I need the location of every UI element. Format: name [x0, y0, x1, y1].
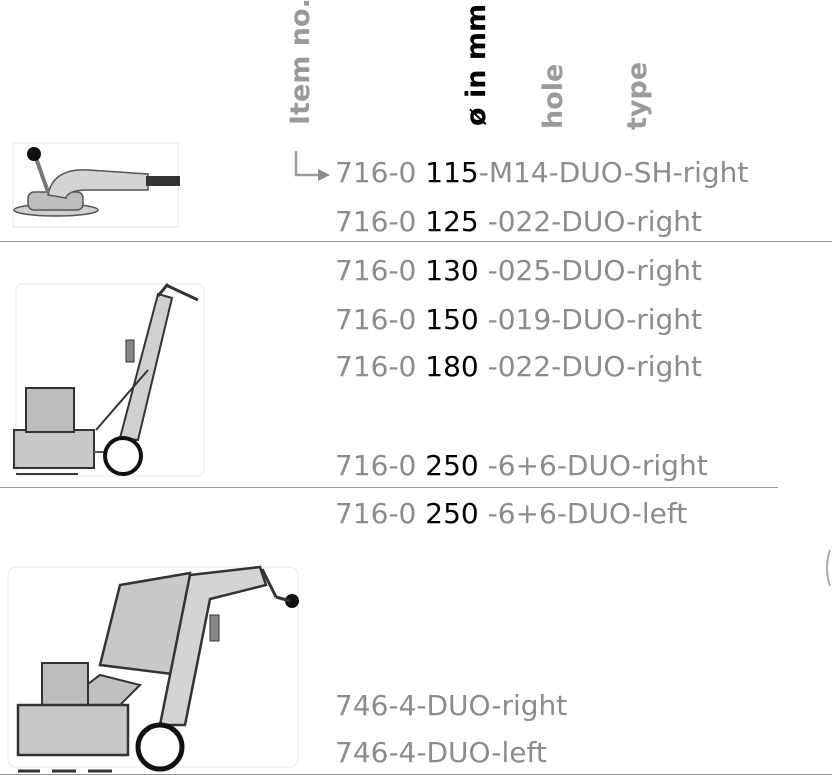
item-prefix: 716-0	[335, 350, 426, 383]
item-diameter: 250	[425, 449, 479, 482]
header-type: type	[622, 61, 653, 130]
item-prefix: 716-0	[335, 303, 426, 336]
list-item: 716-0 150 -019-DUO-right	[335, 305, 702, 335]
list-item: 716-0 130 -025-DUO-right	[335, 256, 702, 286]
divider	[0, 487, 778, 488]
divider	[0, 774, 832, 775]
angle-grinder-icon	[12, 142, 180, 228]
item-suffix: -6+6-DUO-right	[478, 449, 708, 482]
item-suffix: -019-DUO-right	[478, 303, 703, 336]
item-prefix: 716-0	[335, 156, 426, 189]
list-item: 716-0 250 -6+6-DUO-right	[335, 451, 708, 481]
header-item-no: Item no.	[285, 0, 316, 125]
item-diameter: 250	[425, 497, 479, 530]
item-prefix: 716-0	[335, 205, 426, 238]
item-diameter: 125	[425, 205, 479, 238]
list-item: 746-4-DUO-right	[335, 691, 567, 721]
item-suffix: -6+6-DUO-left	[478, 497, 688, 530]
edge-mark-icon	[826, 549, 831, 587]
list-item: 716-0 115-M14-DUO-SH-right	[335, 158, 748, 188]
item-prefix: 716-0	[335, 497, 426, 530]
divider	[0, 241, 832, 242]
arrow-pointer-icon	[294, 151, 330, 181]
list-item: 716-0 250 -6+6-DUO-left	[335, 499, 687, 529]
item-diameter: 115	[425, 156, 479, 189]
item-suffix: -022-DUO-right	[478, 350, 703, 383]
list-item: 716-0 125 -022-DUO-right	[335, 207, 702, 237]
list-item: 746-4-DUO-left	[335, 738, 547, 768]
header-diameter: ø in mm	[461, 3, 492, 126]
header-hole: hole	[538, 63, 569, 129]
item-suffix: -025-DUO-right	[478, 254, 703, 287]
list-item: 716-0 180 -022-DUO-right	[335, 352, 702, 382]
large-floor-grinder-icon	[7, 565, 299, 773]
item-prefix: 716-0	[335, 254, 426, 287]
item-diameter: 180	[425, 350, 479, 383]
item-prefix: 746-4-DUO-right	[335, 689, 568, 722]
item-suffix: -M14-DUO-SH-right	[478, 156, 749, 189]
item-prefix: 716-0	[335, 449, 426, 482]
floor-grinder-icon	[13, 283, 205, 477]
item-diameter: 150	[425, 303, 479, 336]
item-suffix: -022-DUO-right	[478, 205, 703, 238]
item-prefix: 746-4-DUO-left	[335, 736, 547, 769]
item-diameter: 130	[425, 254, 479, 287]
